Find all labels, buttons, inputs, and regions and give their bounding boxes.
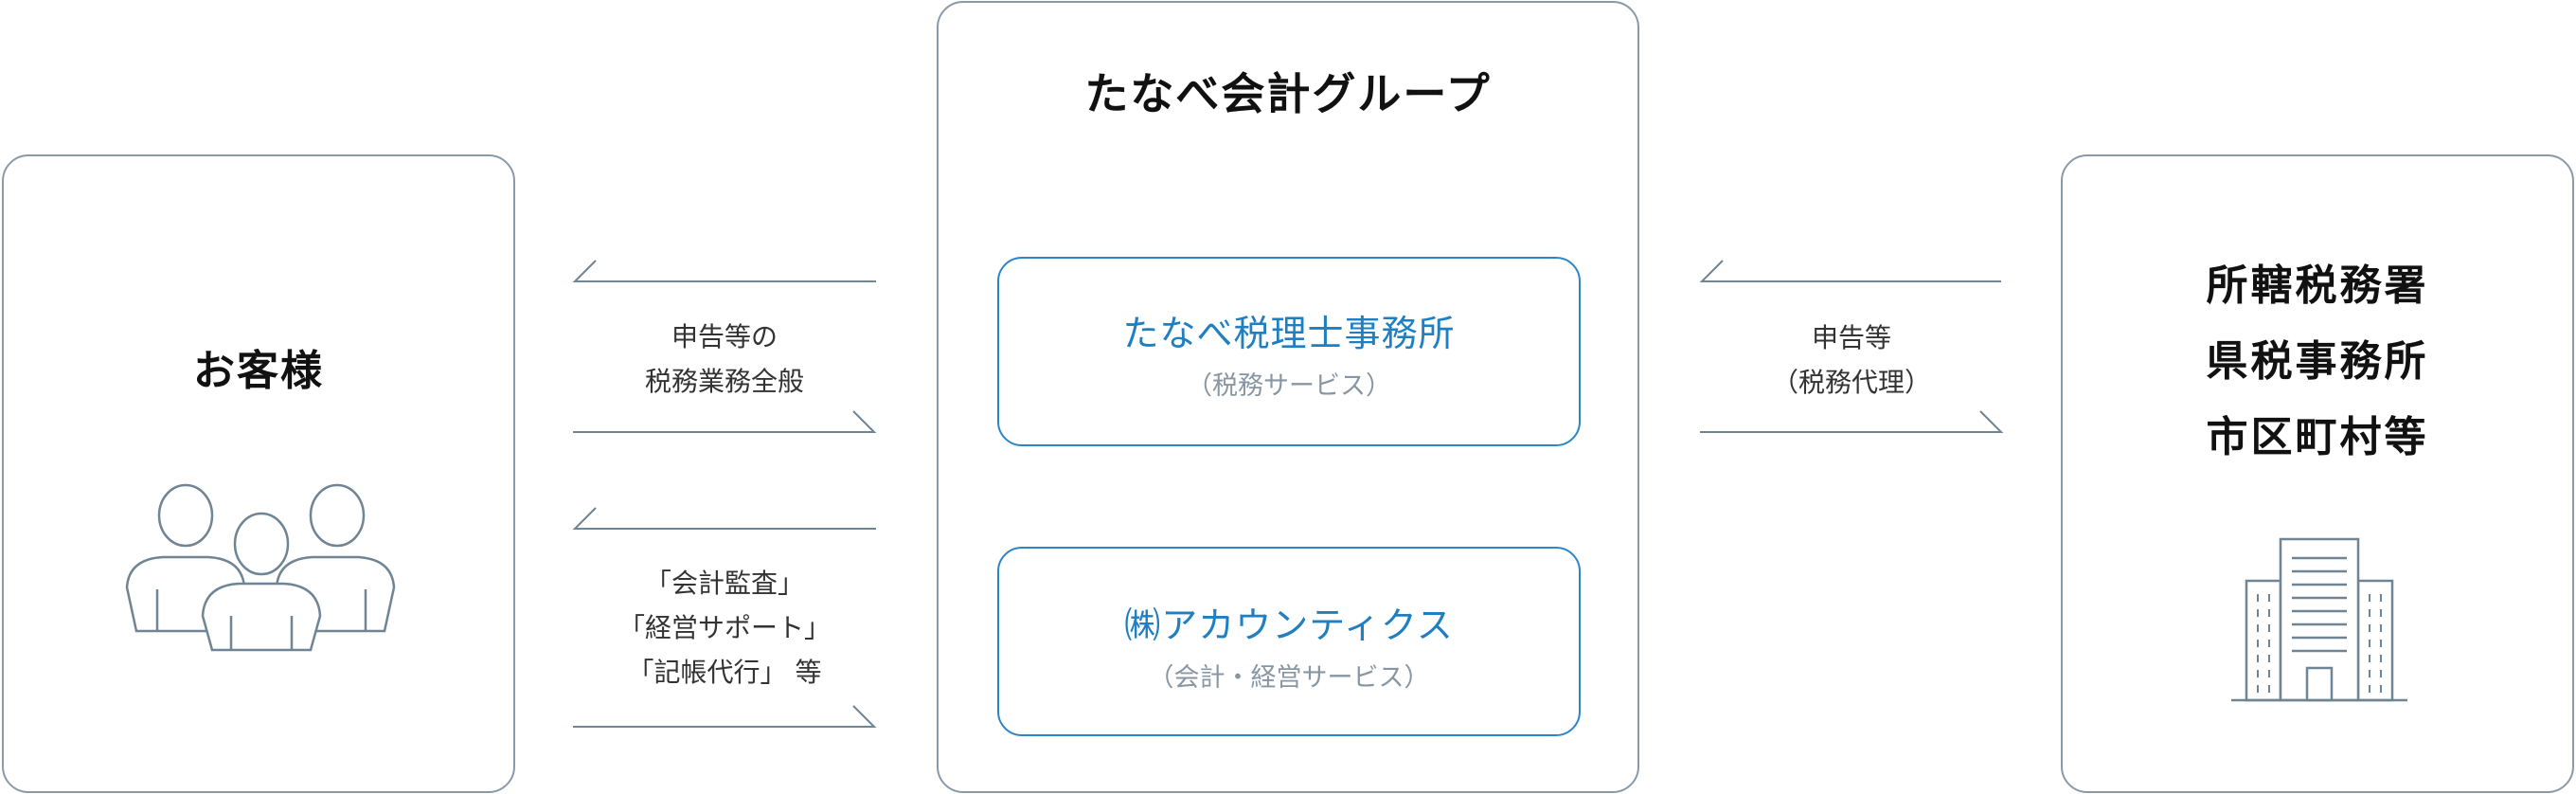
flow-label-tax: 申告等の 税務業務全般: [573, 315, 876, 404]
customer-title: お客様: [193, 347, 324, 395]
arrow-to-customer-tax: [572, 260, 876, 282]
firm-name-tax: たなべ税理士事務所: [1122, 313, 1456, 354]
group-box: たなべ会計グループ たなべ税理士事務所 （税務サービス） ㈱アカウンティクス （…: [937, 1, 1639, 793]
firm-card-tax: たなべ税理士事務所 （税務サービス）: [997, 257, 1581, 446]
flow-label-filing: 申告等 （税務代理）: [1700, 316, 2003, 405]
firm-service-tax: （税務サービス）: [1187, 371, 1391, 401]
authority-line-3: 市区町村等: [2206, 413, 2429, 461]
authority-line-1: 所轄税務署: [2206, 262, 2429, 310]
customer-box: お客様: [2, 154, 515, 793]
firm-card-accounting: ㈱アカウンティクス （会計・経営サービス）: [997, 547, 1581, 736]
flow-label-accounting: 「会計監査」 「経営サポート」 「記帳代行」 等: [573, 561, 876, 695]
arrow-to-authorities-filing: [1700, 410, 2004, 433]
firm-name-accounting: ㈱アカウンティクス: [1124, 605, 1454, 646]
group-title: たなべ会計グループ: [1084, 68, 1492, 119]
authorities-box: 所轄税務署 県税事務所 市区町村等: [2061, 154, 2574, 793]
flow-label-filing-line-1: 申告等: [1811, 322, 1891, 353]
flow-label-accounting-line-3: 「記帳代行」 等: [627, 657, 822, 688]
flow-label-filing-line-2: （税務代理）: [1771, 367, 1931, 398]
arrow-to-group-tax: [573, 410, 877, 433]
office-building-icon: [2231, 537, 2407, 702]
flow-label-tax-line-2: 税務業務全般: [644, 366, 804, 397]
firm-service-accounting: （会計・経営サービス）: [1148, 663, 1430, 693]
authority-line-2: 県税事務所: [2206, 337, 2429, 386]
flow-label-tax-line-1: 申告等の: [671, 321, 778, 352]
arrow-to-group-accounting: [573, 705, 877, 728]
flow-label-accounting-line-1: 「会計監査」: [644, 568, 804, 599]
flow-label-accounting-line-2: 「経営サポート」: [617, 612, 831, 643]
people-group-icon: [125, 483, 396, 652]
arrow-to-customer-accounting: [572, 507, 876, 530]
arrow-to-group-filing: [1699, 260, 2001, 282]
